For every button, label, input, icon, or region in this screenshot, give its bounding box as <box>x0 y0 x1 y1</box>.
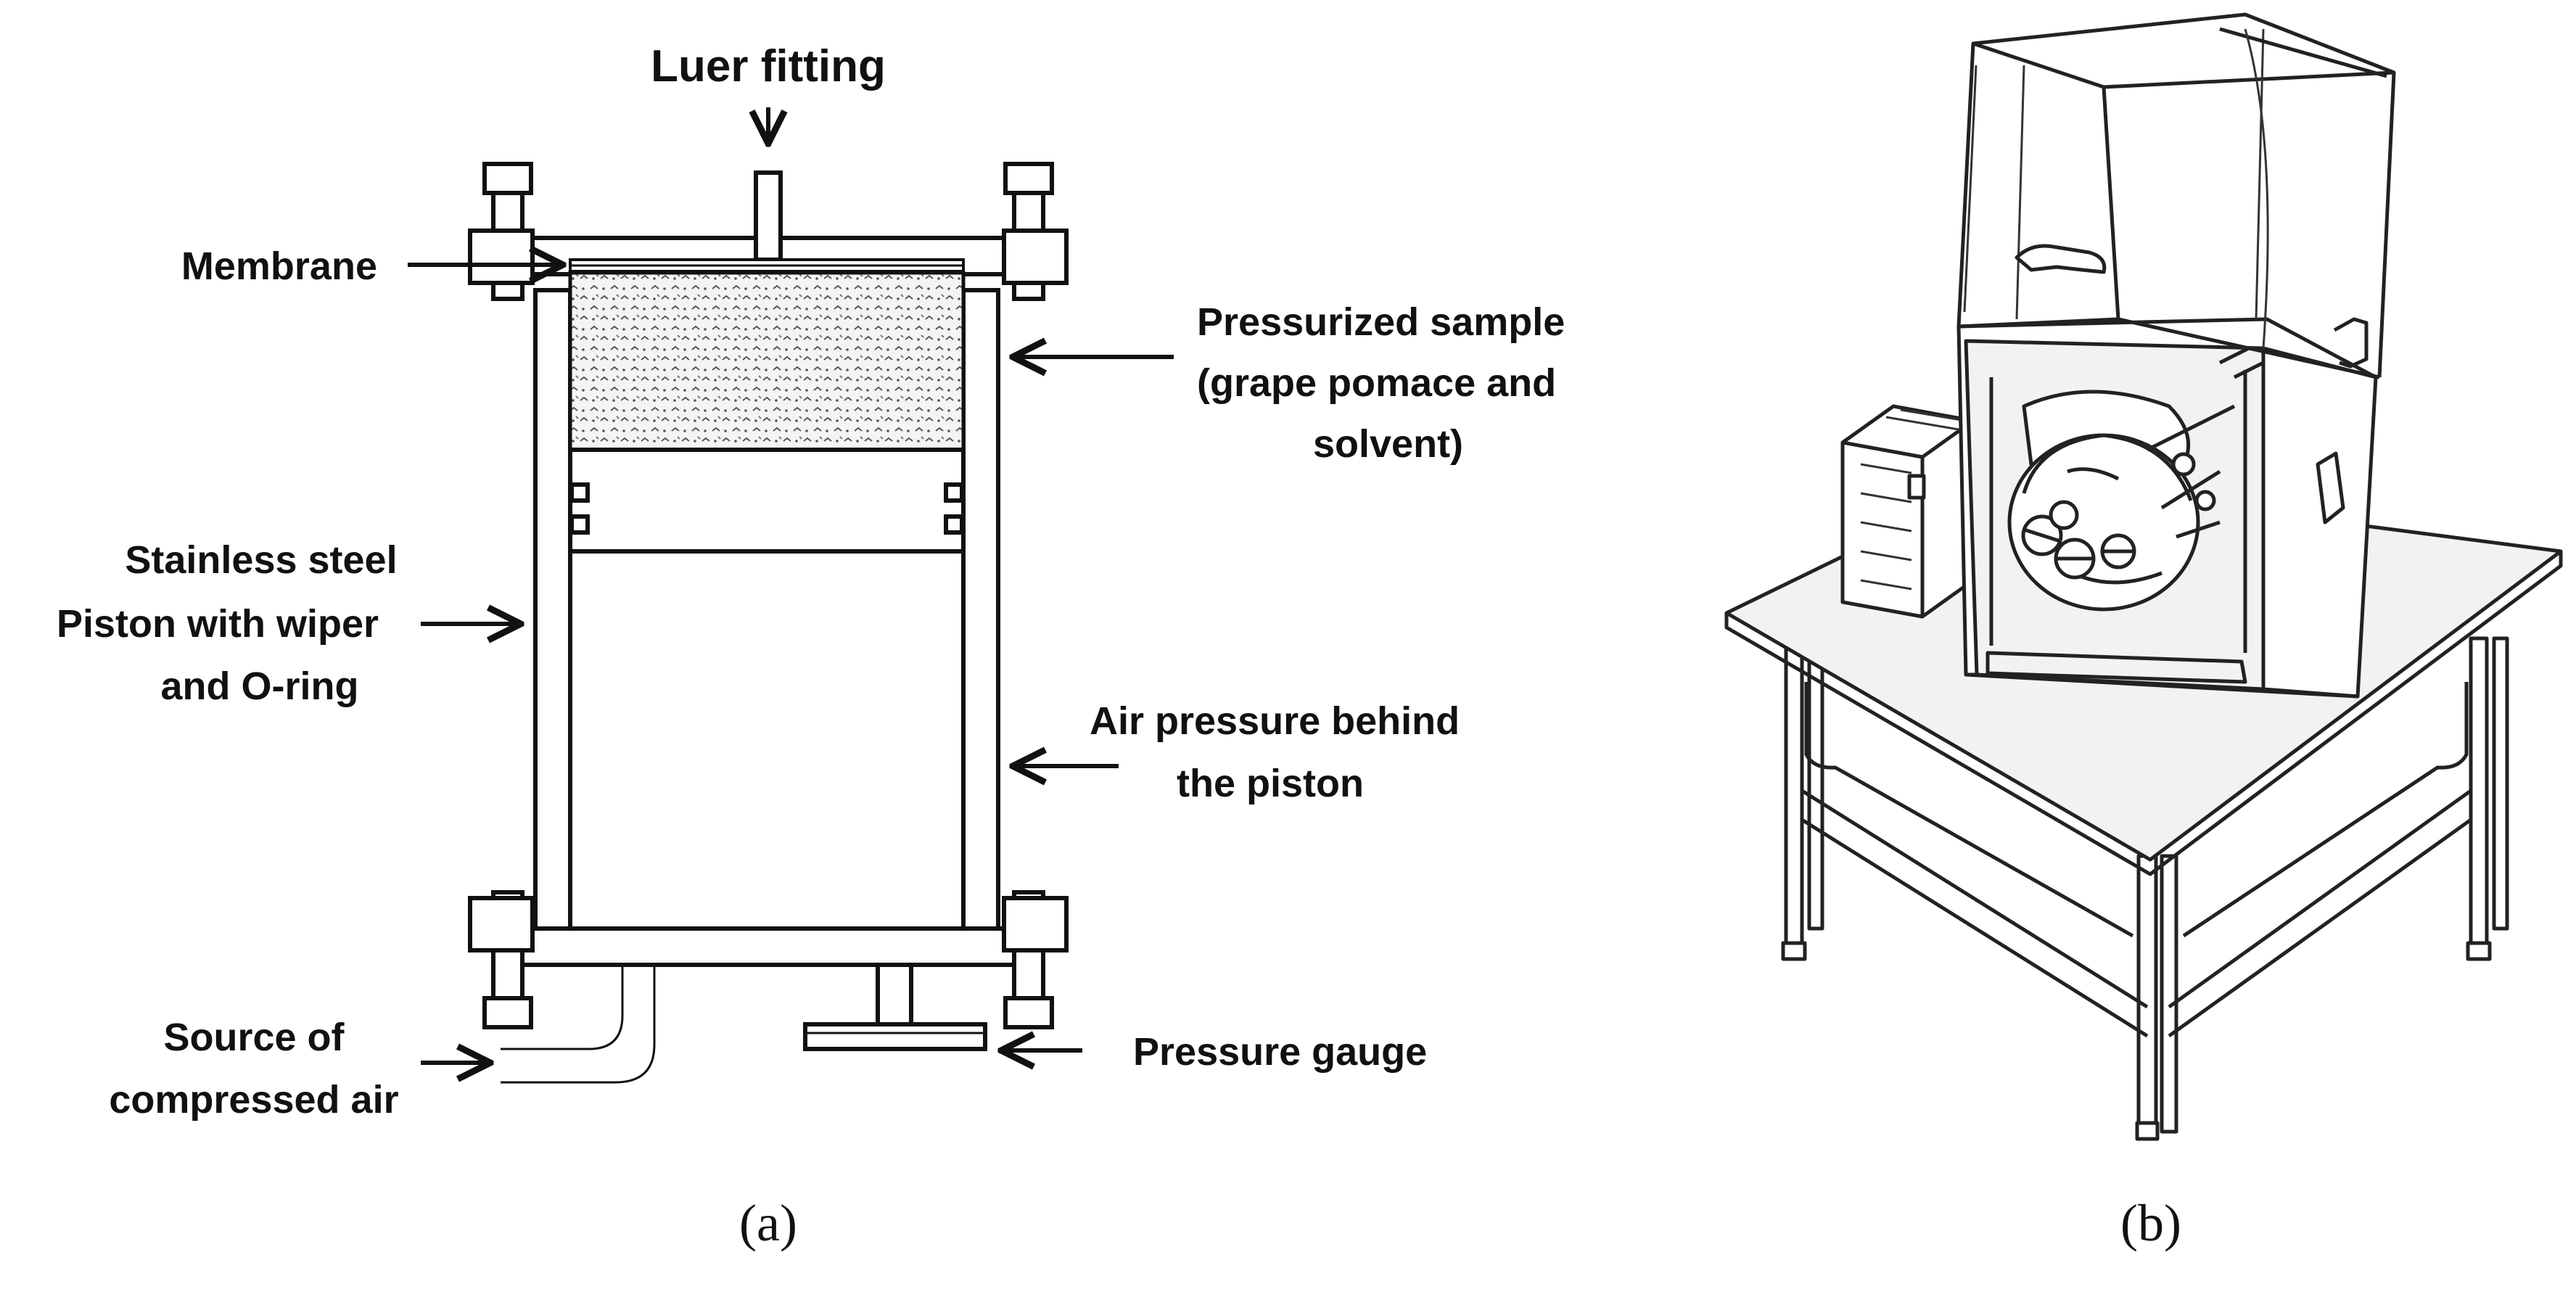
pressure-cell-diagram <box>468 162 1069 1084</box>
vessel-right-wall <box>961 288 1000 931</box>
label-air-pressure-1: Air pressure behind <box>1090 699 1460 743</box>
label-stainless-3: and O-ring <box>161 664 359 708</box>
label-air-pressure-2: the piston <box>1177 762 1364 805</box>
luer-tube <box>754 170 783 262</box>
air-chamber <box>568 549 966 931</box>
label-pressurized-sample-2: (grape pomace and <box>1197 361 1556 405</box>
clamp-knobs <box>2021 500 2136 580</box>
air-inlet-pipe-outer <box>501 965 656 1084</box>
bottom-plate <box>511 926 1016 967</box>
bottom-right-flange-cap <box>1003 996 1054 1029</box>
piston-oring-left-1 <box>569 482 590 503</box>
top-left-flange-cap <box>482 162 533 195</box>
panel-a-labels: Luer fitting Membrane Pressurized sample… <box>57 41 1565 1252</box>
caption-a: (a) <box>739 1194 797 1252</box>
label-source-air-2: compressed air <box>109 1078 398 1122</box>
label-membrane: Membrane <box>181 244 377 288</box>
vessel-left-wall <box>533 288 572 931</box>
top-right-bolt <box>1002 229 1069 285</box>
pressurized-sample <box>568 271 966 452</box>
caption-b: (b) <box>2120 1194 2181 1252</box>
pressure-gauge <box>803 1022 987 1051</box>
transparent-lid <box>1956 12 2396 379</box>
label-luer-fitting: Luer fitting <box>651 41 886 91</box>
table-top-edge <box>1724 551 2563 876</box>
piston-oring-right-2 <box>944 514 964 535</box>
label-pressure-gauge: Pressure gauge <box>1133 1030 1427 1074</box>
pressure-gauge-stem <box>876 963 913 1026</box>
piston <box>568 448 966 554</box>
callout-arrows <box>408 107 1174 1063</box>
extractor-cabinet <box>1956 317 2378 699</box>
label-pressurized-sample-3: solvent) <box>1313 422 1463 466</box>
top-left-bolt <box>468 229 535 285</box>
extractor-machine-illustration <box>1724 12 2563 1141</box>
bottom-right-bolt <box>1002 896 1069 952</box>
label-stainless-1: Stainless steel <box>125 538 397 582</box>
top-right-flange-cap <box>1003 162 1054 195</box>
bottom-left-bolt <box>468 896 535 952</box>
motor <box>1840 404 1975 619</box>
label-stainless-2: Piston with wiper <box>57 602 379 646</box>
label-pressurized-sample-1: Pressurized sample <box>1197 300 1565 344</box>
piston-oring-left-2 <box>569 514 590 535</box>
table-legs <box>1781 636 2509 1141</box>
piston-oring-right-1 <box>944 482 964 503</box>
air-inlet-pipe-inner <box>501 965 624 1050</box>
label-source-air-1: Source of <box>163 1016 345 1059</box>
bottom-left-flange-cap <box>482 996 533 1029</box>
